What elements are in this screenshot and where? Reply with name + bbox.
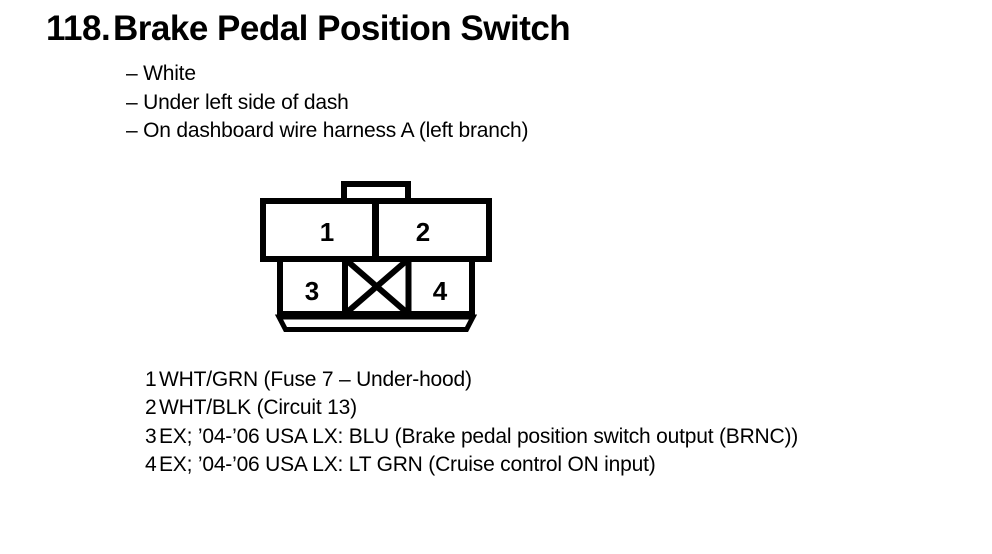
section-heading: 118. Brake Pedal Position Switch	[46, 9, 571, 49]
legend-row-2: 2 WHT/BLK (Circuit 13)	[145, 394, 798, 422]
bullet-item-color: – White	[126, 62, 196, 86]
bullet-list: – White – Under left side of dash – On d…	[126, 60, 528, 145]
legend-pin-number: 1	[145, 368, 157, 392]
pin4-cell	[405, 256, 475, 317]
legend-pin-description: WHT/BLK (Circuit 13)	[159, 396, 357, 420]
bullet-item-location: – Under left side of dash	[126, 90, 349, 114]
legend-row-4: 4 EX; ’04-’06 USA LX: LT GRN (Cruise con…	[145, 451, 798, 479]
legend-pin-description: EX; ’04-’06 USA LX: BLU (Brake pedal pos…	[159, 424, 799, 448]
legend-row-1: 1 WHT/GRN (Fuse 7 – Under-hood)	[145, 366, 798, 394]
legend-pin-number: 3	[145, 424, 157, 448]
legend-pin-description: EX; ’04-’06 USA LX: LT GRN (Cruise contr…	[159, 453, 656, 477]
blocked-cell-x-line2	[343, 256, 411, 317]
pin2-label: 2	[416, 217, 430, 247]
connector-base	[274, 314, 478, 332]
legend-pin-number: 2	[145, 396, 157, 420]
page-title: Brake Pedal Position Switch	[113, 9, 571, 48]
legend-pin-number: 4	[145, 453, 157, 477]
section-number: 118.	[46, 9, 111, 48]
legend-pin-description: WHT/GRN (Fuse 7 – Under-hood)	[159, 368, 472, 392]
legend-row-3: 3 EX; ’04-’06 USA LX: BLU (Brake pedal p…	[145, 423, 798, 451]
pin4-label: 4	[433, 276, 448, 306]
pin1-label: 1	[320, 217, 334, 247]
bullet-item-harness: – On dashboard wire harness A (left bran…	[126, 118, 529, 142]
connector-diagram: 1 2 3 4	[260, 181, 492, 332]
pin3-label: 3	[305, 276, 319, 306]
pin-legend: 1 WHT/GRN (Fuse 7 – Under-hood) 2 WHT/BL…	[145, 366, 798, 479]
